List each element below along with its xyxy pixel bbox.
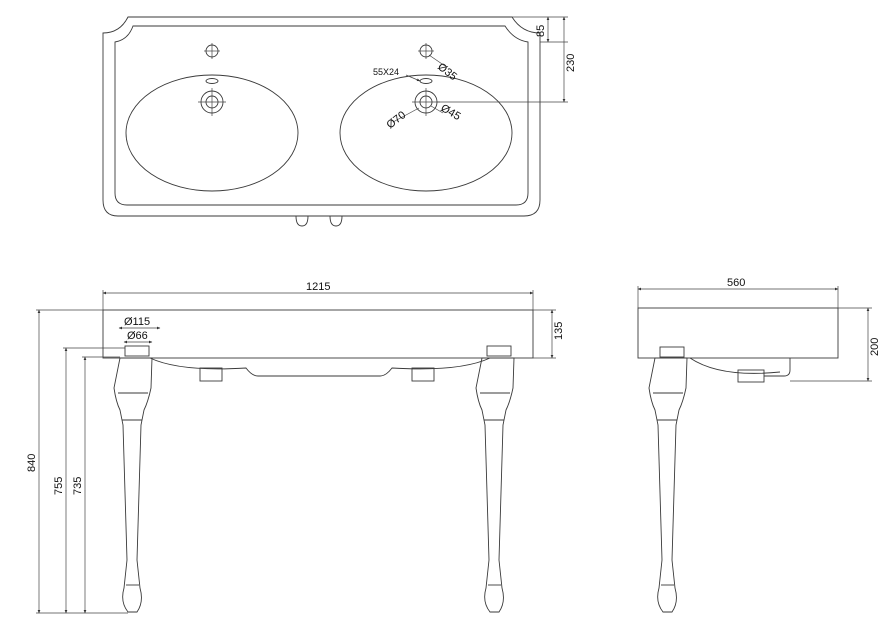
top-view: 85 230 Ø35 55X24 Ø70 Ø45 bbox=[102, 16, 577, 227]
front-left-leg bbox=[113, 357, 153, 613]
left-overflow-slot bbox=[205, 78, 219, 84]
right-overflow-slot bbox=[419, 78, 433, 84]
side-view: 560 200 bbox=[637, 277, 881, 613]
side-leg bbox=[648, 357, 688, 613]
left-bowl bbox=[125, 74, 299, 192]
dim-85-label: 85 bbox=[535, 25, 547, 37]
dim-width-label: 1215 bbox=[306, 281, 330, 293]
dim-735-label: 735 bbox=[72, 477, 84, 495]
dim-leg-outer-label: Ø115 bbox=[124, 316, 150, 328]
top-view-inner-rim bbox=[114, 25, 529, 206]
dim-200-label: 200 bbox=[869, 338, 881, 356]
top-view-outline bbox=[102, 16, 541, 217]
dim-leg-inner-label: Ø66 bbox=[127, 330, 148, 342]
dim-230-label: 230 bbox=[565, 54, 577, 72]
dim-slab-height-label: 135 bbox=[553, 322, 565, 340]
front-top-slab bbox=[102, 309, 534, 359]
front-view: 1215 Ø115 Ø66 135 840 755 735 bbox=[26, 281, 565, 614]
dim-waste-outer-label: Ø70 bbox=[384, 109, 408, 131]
dim-depth-label: 560 bbox=[727, 277, 745, 289]
dim-overflow-label: 55X24 bbox=[373, 67, 399, 77]
right-bowl bbox=[339, 74, 513, 192]
side-top-slab bbox=[637, 307, 839, 359]
dim-total-height-label: 840 bbox=[26, 454, 38, 472]
dim-waste-inner-label: Ø45 bbox=[439, 102, 463, 123]
dim-tap-hole-label: Ø35 bbox=[435, 61, 459, 83]
front-right-leg bbox=[475, 357, 515, 613]
dim-755-label: 755 bbox=[53, 477, 65, 495]
